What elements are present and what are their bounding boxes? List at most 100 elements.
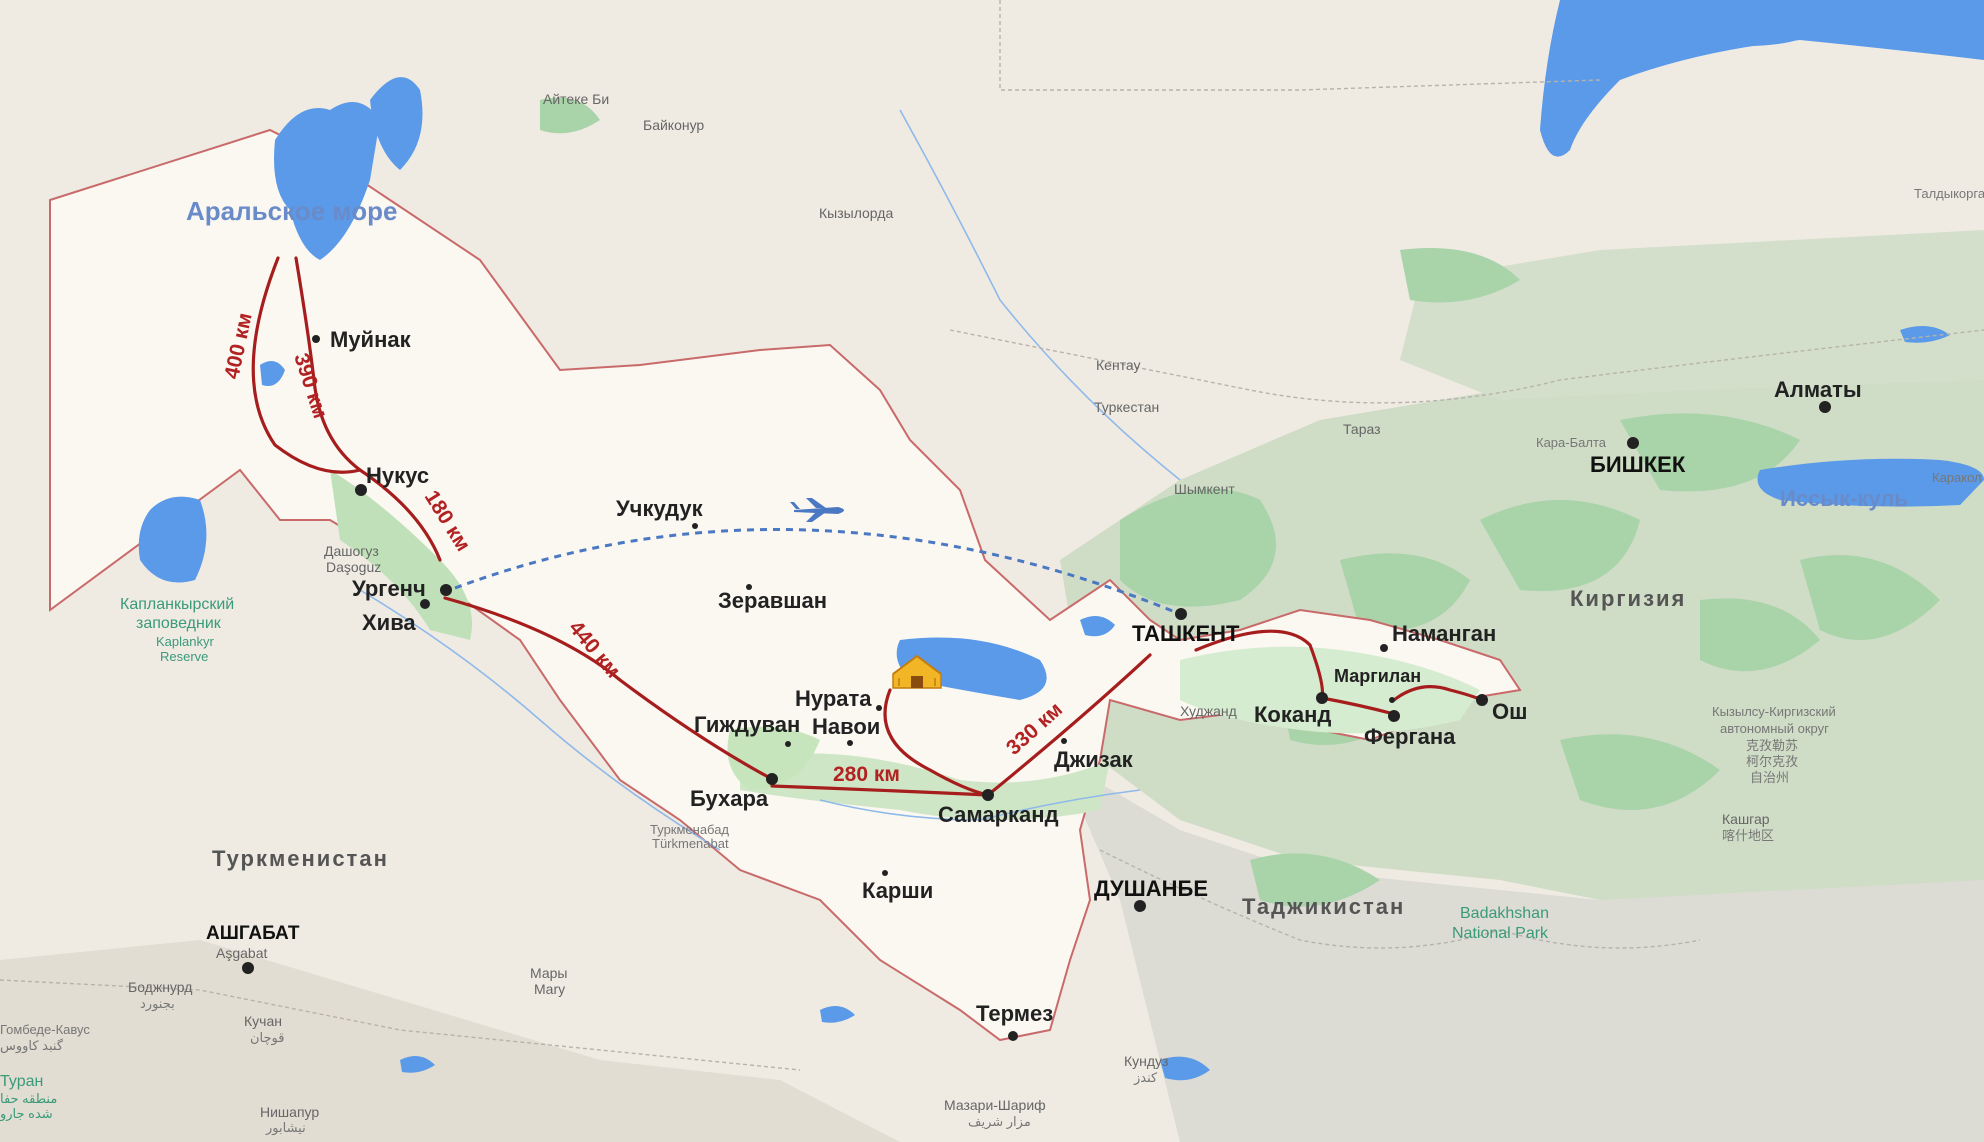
country-tajikistan: Таджикистан xyxy=(1242,894,1405,919)
city-khiva: Хива xyxy=(362,610,416,635)
place-quchan-fa: قوچان xyxy=(250,1030,284,1046)
place-kashgar-cn: 喀什地区 xyxy=(1722,828,1774,843)
route-samarkand-tashkent xyxy=(986,653,1152,797)
city-zarafshan: Зеравшан xyxy=(718,588,827,613)
city-samarkand: Самарканд xyxy=(938,802,1059,827)
city-almaty: Алматы xyxy=(1774,377,1862,402)
place-taldykorgan: Талдыкорган xyxy=(1914,186,1984,201)
place-turkmenabat: Türkmenabat xyxy=(652,836,729,851)
place-baikonur: Байконур xyxy=(643,117,704,133)
place-ayteke-bi: Айтеке Би xyxy=(543,91,609,107)
city-termez: Термез xyxy=(976,1001,1053,1026)
place-bojnurd: Боджнурд xyxy=(128,979,192,995)
place-dashoguz: Дашогуз xyxy=(324,543,379,559)
turan-line2: منطقه حفا xyxy=(0,1091,57,1106)
place-kentau: Кентау xyxy=(1096,357,1141,373)
airplane-icon xyxy=(790,498,844,522)
kaplankyr-line1: Капланкырский xyxy=(120,596,234,613)
place-gonbad: Гомбеде-Кавус xyxy=(0,1022,90,1037)
routes xyxy=(251,256,1484,797)
place-kunduz-fa: کندز xyxy=(1133,1070,1158,1086)
city-labels: Муйнак Нукус Ургенч Хива Учкудук Зеравша… xyxy=(206,327,1862,1026)
city-margilan: Маргилан xyxy=(1334,666,1421,686)
place-dashoguz-latin: Daşoguz xyxy=(326,559,381,575)
uzbekistan-green-belt xyxy=(330,470,472,640)
place-kunduz: Кундуз xyxy=(1124,1053,1168,1069)
city-osh: Ош xyxy=(1492,699,1527,724)
place-taraz: Тараз xyxy=(1343,421,1381,437)
route-bukhara-samarkand xyxy=(770,784,990,797)
svg-text:柯尔克孜: 柯尔克孜 xyxy=(1746,754,1798,769)
zarafshan-valley xyxy=(740,753,1110,820)
country-kyrgyzstan: Киргизия xyxy=(1570,586,1686,611)
place-ashgabat-latin: Aşgabat xyxy=(216,945,267,961)
international-borders xyxy=(0,0,1984,1071)
place-turkestan: Туркестан xyxy=(1094,399,1159,415)
kyzylsu-region-label: Кызылсу-Киргизский автономный округ 克孜勒苏… xyxy=(1712,704,1836,785)
country-labels: Туркменистан Таджикистан Киргизия xyxy=(212,586,1686,919)
svg-text:Кызылсу-Киргизский: Кызылсу-Киргизский xyxy=(1712,704,1836,719)
place-kashgar: Кашгар xyxy=(1722,811,1770,827)
issyk-kul-label: Иссык-куль xyxy=(1780,486,1908,511)
route-fergana-osh xyxy=(1392,685,1484,702)
city-fergana: Фергана xyxy=(1364,724,1456,749)
city-jizzakh: Джизак xyxy=(1054,747,1134,772)
country-turkmenistan: Туркменистан xyxy=(212,846,389,871)
place-karakol: Каракол xyxy=(1932,470,1982,485)
kaplankyr-line3: Kaplankyr xyxy=(156,634,214,649)
city-bukhara: Бухара xyxy=(690,786,769,811)
flight-path xyxy=(454,528,1176,614)
balkhash-lake xyxy=(1540,0,1984,157)
route-nurata-samarkand xyxy=(883,688,990,797)
aral-sea-label: Аральское море xyxy=(186,196,397,226)
place-bojnurd-fa: بجنورد xyxy=(140,996,175,1012)
route-nukus-urgench xyxy=(358,468,442,562)
svg-text:自治州: 自治州 xyxy=(1750,770,1789,785)
place-mazar: Мазари-Шариф xyxy=(944,1097,1046,1113)
city-tashkent: ТАШКЕНТ xyxy=(1132,621,1240,646)
rivers xyxy=(359,109,1181,851)
sarygamysh-lake xyxy=(138,496,207,583)
city-navoi: Навои xyxy=(812,714,880,739)
mountain-regions xyxy=(0,230,1984,1142)
place-nishapur: Нишапур xyxy=(260,1104,319,1120)
city-nurata: Нурата xyxy=(795,686,872,711)
city-kokand: Коканд xyxy=(1254,702,1331,727)
badakhshan-line1: Badakhshan xyxy=(1460,905,1549,922)
city-urgench: Ургенч xyxy=(352,576,426,601)
city-ashgabat: АШГАБАТ xyxy=(206,923,300,944)
fergana-valley xyxy=(1180,646,1480,734)
place-kyzylorda: Кызылорда xyxy=(819,205,893,221)
city-bishkek: БИШКЕК xyxy=(1590,452,1686,477)
place-mazar-fa: مزار شریف xyxy=(968,1114,1031,1130)
yurt-icon xyxy=(892,654,942,689)
route-kokand-fergana xyxy=(1320,696,1396,716)
kaplankyr-line4: Reserve xyxy=(160,649,208,664)
city-nukus: Нукус xyxy=(366,463,429,488)
place-mary: Мары xyxy=(530,965,567,981)
city-dushanbe: ДУШАНБЕ xyxy=(1094,876,1208,901)
issyk-kul-lake xyxy=(1757,458,1984,507)
uzbekistan-territory xyxy=(49,128,1522,1042)
city-namangan: Наманган xyxy=(1392,621,1496,646)
city-muynak: Муйнак xyxy=(330,327,412,352)
badakhshan-line2: National Park xyxy=(1452,925,1549,942)
place-khujand: Худжанд xyxy=(1180,703,1237,719)
place-shymkent: Шымкент xyxy=(1174,481,1235,497)
city-karshi: Карши xyxy=(862,878,933,903)
route-urgench-bukhara xyxy=(443,596,772,780)
aral-sea xyxy=(274,102,380,260)
route-aral-nukus-400 xyxy=(251,256,362,474)
turan-line3: شده جارو xyxy=(0,1106,53,1122)
city-dots xyxy=(242,335,1831,1041)
route-aral-nukus-390 xyxy=(294,256,362,472)
svg-text:克孜勒苏: 克孜勒苏 xyxy=(1746,738,1798,753)
park-labels: Капланкырский заповедник Kaplankyr Reser… xyxy=(0,596,1549,1122)
bukhara-oasis xyxy=(727,726,820,790)
distance-280: 280 км xyxy=(833,763,900,786)
water-bodies xyxy=(138,0,1984,1081)
kaplankyr-line2: заповедник xyxy=(136,615,222,632)
city-gijduvan: Гиждуван xyxy=(694,712,800,737)
place-quchan: Кучан xyxy=(244,1013,282,1029)
